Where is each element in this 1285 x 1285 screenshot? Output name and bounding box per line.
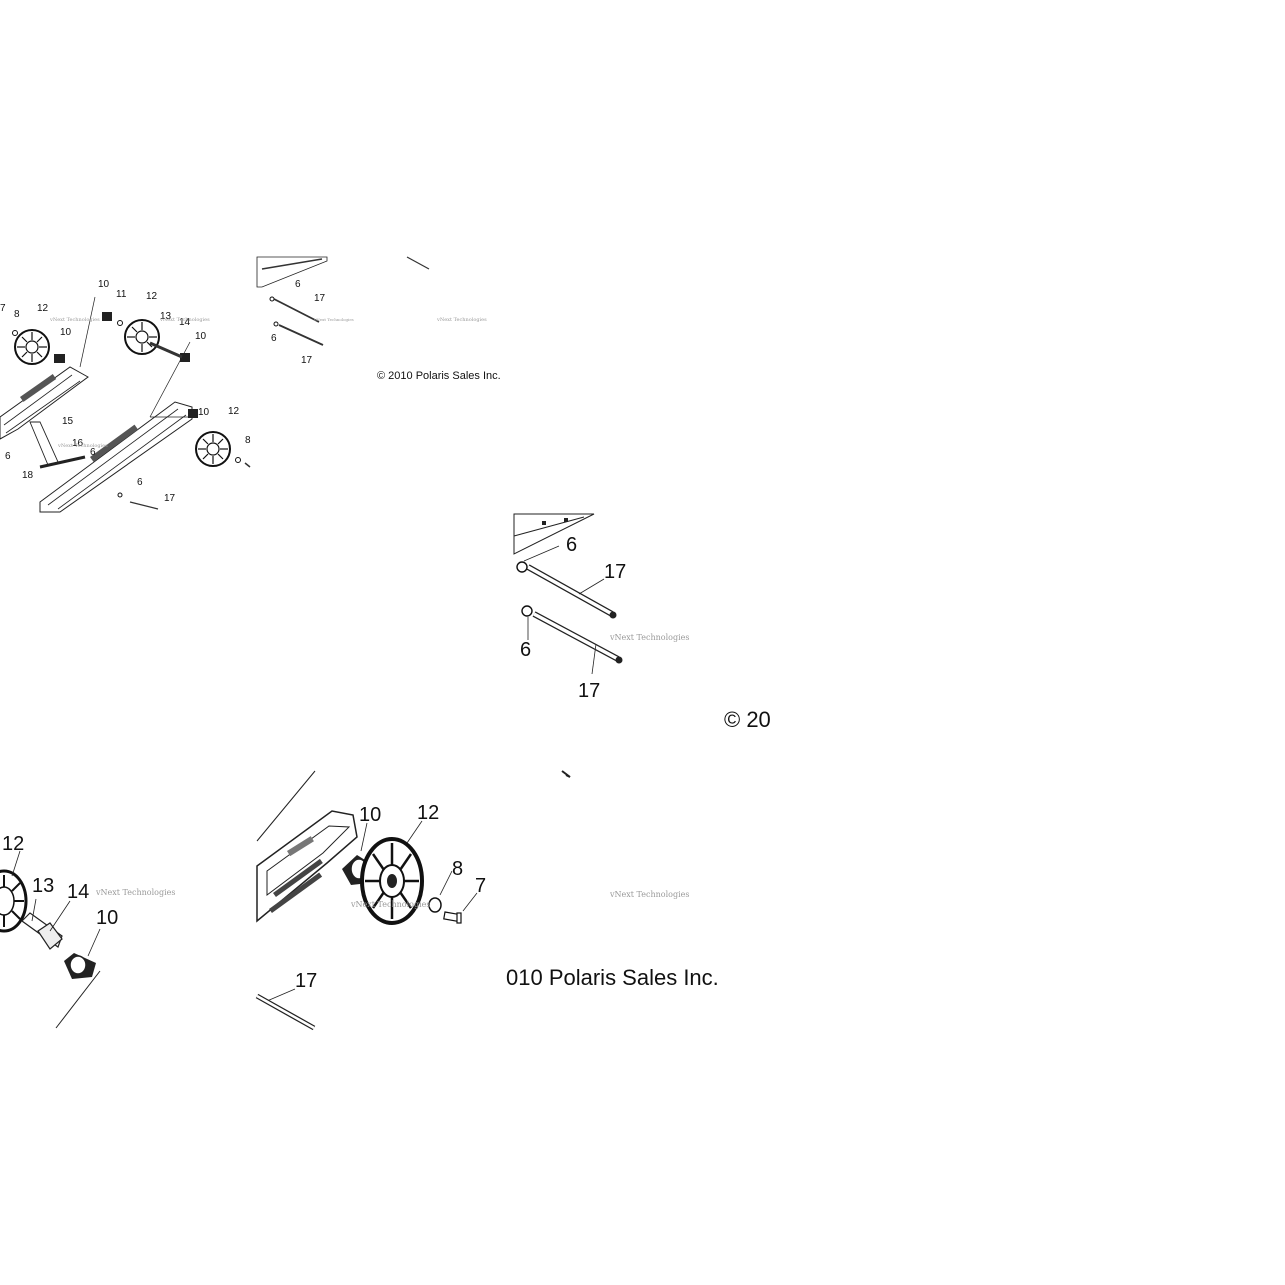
callout-label: 12 — [228, 406, 240, 417]
callout-label: 17 — [295, 970, 317, 992]
callout-label: 6 — [520, 639, 531, 661]
washer-icon — [117, 492, 123, 498]
watermark-text: vNext Technologies — [436, 317, 487, 323]
callout-label: 8 — [245, 435, 251, 446]
washer-icon — [273, 321, 279, 327]
callout-label: 11 — [116, 289, 127, 300]
copyright-fragment: 010 Polaris Sales Inc. — [506, 965, 719, 990]
hub-icon — [188, 409, 198, 418]
hub-icon — [180, 353, 190, 362]
copyright-drawing: vNext Technologies 010 Polaris Sales Inc… — [506, 770, 719, 990]
callout-label: 7 — [0, 303, 6, 314]
rod — [273, 298, 320, 323]
watermark-text: vNext Technologies — [95, 888, 175, 897]
callout-label: 17 — [314, 293, 326, 304]
callout-label: 17 — [578, 680, 600, 702]
callout-label: 12 — [417, 802, 439, 824]
rail-section — [256, 810, 358, 923]
watermark-text: vNext Technologies — [609, 633, 689, 642]
hub-icon — [102, 312, 112, 321]
strut — [29, 421, 59, 466]
callout-label: 12 — [37, 303, 49, 314]
watermark-text: vNext Technologies — [57, 443, 108, 449]
zoom-rods-drawing: 6 17 6 17 vNext Technologies © 20 — [513, 513, 771, 732]
watermark-text: vNext Technologies — [609, 890, 689, 899]
overview-right-drawing: 6 17 6 17 vNext Technologies vNext Techn… — [256, 256, 501, 382]
callout-label: 10 — [98, 279, 110, 290]
hub-icon — [64, 953, 96, 979]
rod — [129, 501, 159, 510]
bolt-end — [615, 656, 623, 664]
wheel-icon — [360, 837, 424, 925]
callout-label: 10 — [198, 407, 210, 418]
washer-icon — [428, 897, 442, 913]
callout-label: 6 — [566, 534, 577, 556]
callout-label: 12 — [146, 291, 158, 302]
callout-label: 6 — [271, 333, 277, 344]
watermark-text: vNext Technologies — [313, 317, 354, 322]
tile-overview-left: 7 8 12 10 11 12 13 14 10 10 15 16 6 6 18… — [0, 257, 257, 514]
callout-label: 16 — [72, 438, 84, 449]
bolt — [244, 462, 251, 468]
axle — [149, 341, 183, 359]
washer-icon — [269, 296, 275, 302]
callout-label: 14 — [67, 881, 89, 903]
callout-label: 10 — [60, 327, 72, 338]
callout-label: 6 — [137, 477, 143, 488]
washer-icon — [235, 457, 241, 463]
callout-label: 6 — [90, 447, 96, 458]
callout-label: 7 — [475, 875, 486, 897]
watermark-text: vNext Technologies — [49, 317, 100, 323]
watermark-text: vNext Technologies — [350, 900, 430, 909]
callout-label: 8 — [14, 309, 20, 320]
wheel-icon — [0, 869, 28, 933]
callout-label: 12 — [2, 833, 24, 855]
watermark-text: vNext Technologies — [159, 317, 210, 323]
washer-icon — [516, 561, 528, 573]
callout-label: 15 — [62, 416, 74, 427]
wheel-icon — [14, 329, 50, 365]
overview-left-drawing: 7 8 12 10 11 12 13 14 10 10 15 16 6 6 18… — [0, 279, 251, 513]
copyright-text: © 2010 Polaris Sales Inc. — [377, 370, 501, 382]
washer-icon — [117, 320, 123, 326]
fragment-mark — [561, 770, 571, 778]
rail-fragment — [256, 256, 328, 288]
callout-label: 17 — [604, 561, 626, 583]
callout-label: 18 — [22, 470, 34, 481]
callout-label: 10 — [359, 804, 381, 826]
washer-icon — [521, 605, 533, 617]
tile-zoom-wheel: 10 12 8 7 17 vNext Technologies — [255, 770, 514, 1031]
rail-fragment — [513, 513, 595, 555]
lower-rail — [39, 401, 193, 513]
tile-copyright: vNext Technologies 010 Polaris Sales Inc… — [506, 770, 771, 1028]
wheel-icon — [124, 319, 160, 355]
callout-label: 6 — [295, 279, 301, 290]
callout-label: 17 — [164, 493, 176, 504]
copyright-fragment: © 20 — [724, 707, 771, 732]
bolt-end — [609, 611, 617, 619]
tile-zoom-axle: 12 13 14 10 vNext Technologies — [0, 771, 257, 1029]
callout-label: 14 — [179, 317, 191, 328]
hub-icon — [54, 354, 65, 363]
zoom-axle-drawing: 12 13 14 10 vNext Technologies — [0, 833, 175, 1029]
spacer — [37, 922, 63, 950]
cross-shaft — [39, 455, 86, 469]
callout-label: 13 — [32, 875, 54, 897]
zoom-wheel-drawing: 10 12 8 7 17 vNext Technologies — [255, 770, 486, 1031]
callout-label: 10 — [96, 907, 118, 929]
tile-zoom-rods: 6 17 6 17 vNext Technologies © 20 — [513, 513, 771, 771]
callout-label: 6 — [5, 451, 11, 462]
callout-label: 17 — [301, 355, 313, 366]
rod — [278, 324, 324, 346]
washer-icon — [12, 330, 18, 336]
callout-label: 10 — [195, 331, 207, 342]
bolt-icon — [443, 911, 462, 924]
tile-overview-right: 6 17 6 17 vNext Technologies vNext Techn… — [256, 256, 514, 514]
callout-label: 13 — [160, 311, 172, 322]
rod — [406, 256, 430, 270]
wheel-icon — [195, 431, 231, 467]
callout-label: 8 — [452, 858, 463, 880]
upper-rail — [0, 366, 89, 440]
